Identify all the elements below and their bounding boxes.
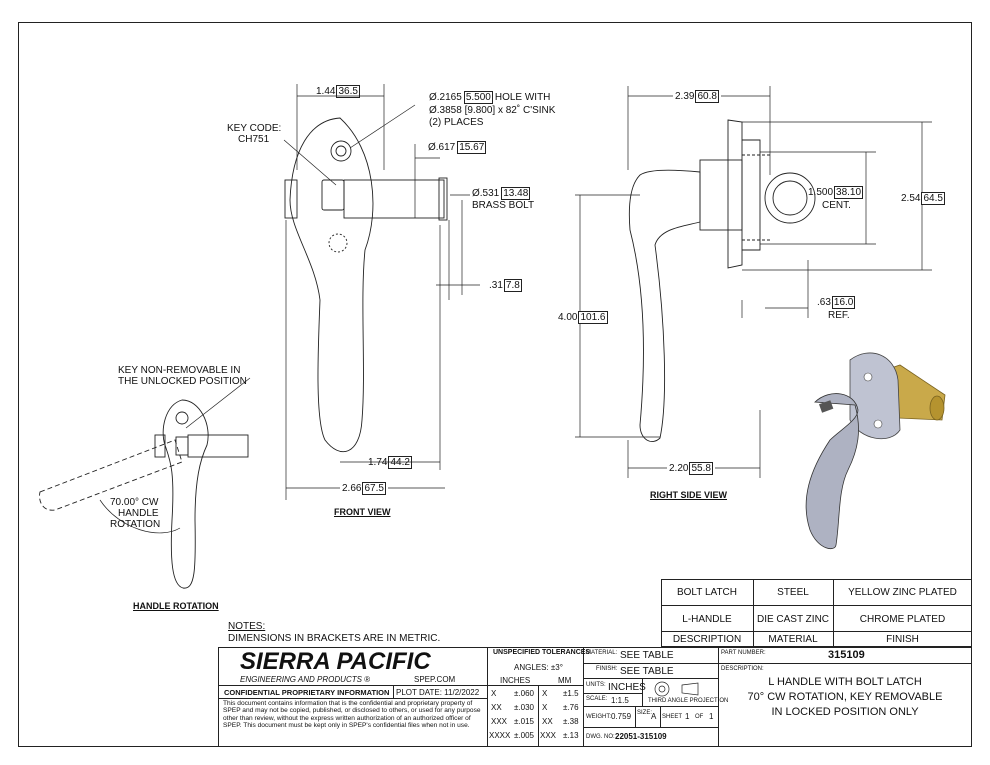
- tolerance-heading: UNSPECIFIED TOLERANCES: [493, 649, 591, 656]
- tol-in-value-2: ±.030: [514, 703, 534, 712]
- material-value: SEE TABLE: [620, 650, 674, 661]
- rotation-line2: HANDLE: [118, 508, 159, 519]
- description-line1: L HANDLE WITH BOLT LATCH: [768, 676, 922, 688]
- rotation-view-title: HANDLE ROTATION: [133, 601, 219, 611]
- rotation-line3: ROTATION: [110, 519, 161, 530]
- tol-mm-value-3: ±.38: [563, 717, 579, 726]
- description-line2: 70° CW ROTATION, KEY REMOVABLE: [747, 691, 943, 703]
- part-number-value: 315109: [828, 649, 865, 661]
- confidential-text: This document contains information that …: [223, 700, 481, 730]
- finish-label: FINISH:: [596, 666, 618, 672]
- tol-mm-value-2: ±.76: [563, 703, 579, 712]
- key-code-value: CH751: [238, 134, 270, 145]
- tol-in-value-4: ±.005: [514, 731, 534, 740]
- spec-header-finish: FINISH: [886, 634, 919, 645]
- key-note-line2: THE UNLOCKED POSITION: [118, 376, 247, 387]
- plot-date: PLOT DATE: 11/2/2022: [396, 688, 480, 697]
- finish-value: SEE TABLE: [620, 666, 674, 677]
- company-subtitle: ENGINEERING AND PRODUCTS ®: [240, 675, 371, 684]
- tol-mm-value-1: ±1.5: [563, 689, 579, 698]
- isometric-render: [805, 352, 946, 550]
- weight-value: 0.759: [611, 712, 632, 721]
- sheet-value: 1: [685, 712, 690, 721]
- scale-value: 1:1.5: [611, 696, 629, 705]
- description-line3: IN LOCKED POSITION ONLY: [771, 706, 919, 718]
- sheet-label: SHEET: [662, 714, 683, 720]
- key-code-label: KEY CODE:: [227, 123, 282, 134]
- tol-in-digits-2: XX: [491, 703, 502, 712]
- projection-label: THIRD ANGLE PROJECTION: [648, 698, 729, 704]
- description-label: DESCRIPTION:: [721, 666, 764, 672]
- company-name: SIERRA PACIFIC: [240, 648, 431, 675]
- rotation-line1: 70.00° CW: [110, 497, 159, 508]
- tol-in-digits-4: XXXX: [489, 731, 511, 740]
- part-number-label: PART NUMBER:: [721, 650, 766, 656]
- hole-note-line2: Ø.3858 [9.800] x 82˚ C'SINK: [429, 105, 556, 116]
- brass-bolt-label: BRASS BOLT: [472, 200, 535, 211]
- side-view-title: RIGHT SIDE VIEW: [650, 490, 728, 500]
- tol-mm-label: MM: [558, 676, 572, 685]
- front-view-dimensions: [283, 84, 480, 500]
- spec-cell-r2c2: DIE CAST ZINC: [756, 614, 830, 625]
- hole-note-line3: (2) PLACES: [429, 117, 484, 128]
- ref-label: REF.: [828, 310, 850, 321]
- title-block: SIERRA PACIFIC ENGINEERING AND PRODUCTS …: [218, 647, 972, 747]
- units-label: UNITS:: [586, 682, 606, 688]
- dwg-value: 22051-315109: [615, 732, 667, 741]
- confidential-heading: CONFIDENTIAL PROPRIETARY INFORMATION: [224, 688, 390, 697]
- notes-heading: NOTES:: [228, 621, 266, 632]
- tol-mm-digits-2: X: [542, 703, 548, 712]
- center-label: CENT.: [822, 200, 851, 211]
- spec-cell-r1c2: STEEL: [777, 587, 809, 598]
- tol-mm-value-4: ±.13: [563, 731, 579, 740]
- tol-mm-digits-3: XX: [542, 717, 553, 726]
- tol-in-value-1: ±.060: [514, 689, 534, 698]
- tol-in-digits-1: X: [491, 689, 497, 698]
- rotation-view-handle: [39, 377, 251, 589]
- size-label: SIZE:: [637, 710, 653, 716]
- tol-in-value-3: ±.015: [514, 717, 534, 726]
- tol-mm-digits-4: XXX: [540, 731, 557, 740]
- material-label: MATERIAL:: [586, 650, 618, 656]
- scale-label: SCALE:: [586, 696, 608, 702]
- of-value: 1: [709, 712, 714, 721]
- company-website: SPEP.COM: [414, 675, 456, 684]
- angles-tolerance: ANGLES: ±3°: [514, 663, 563, 672]
- spec-header-material: MATERIAL: [768, 634, 818, 645]
- spec-cell-r2c1: L-HANDLE: [682, 614, 732, 625]
- of-label: OF: [695, 714, 704, 720]
- dwg-label: DWG. NO:: [586, 734, 615, 740]
- spec-cell-r2c3: CHROME PLATED: [859, 614, 946, 625]
- tol-mm-digits-1: X: [542, 689, 548, 698]
- side-view-handle: [628, 119, 816, 442]
- front-view-title: FRONT VIEW: [334, 507, 391, 517]
- size-value: A: [651, 712, 657, 721]
- spec-header-description: DESCRIPTION: [672, 634, 742, 645]
- front-view-handle: [284, 117, 448, 452]
- spec-table: BOLT LATCH STEEL YELLOW ZINC PLATED L-HA…: [661, 579, 972, 647]
- weight-label: WEIGHT:: [586, 714, 611, 720]
- key-note-line1: KEY NON-REMOVABLE IN: [118, 365, 241, 376]
- units-value: INCHES: [608, 682, 646, 693]
- spec-cell-r1c1: BOLT LATCH: [676, 587, 737, 598]
- notes-line1: DIMENSIONS IN BRACKETS ARE IN METRIC.: [228, 633, 441, 644]
- spec-cell-r1c3: YELLOW ZINC PLATED: [848, 587, 957, 598]
- tol-inches-label: INCHES: [500, 676, 531, 685]
- third-angle-projection-icon: [654, 681, 699, 697]
- tol-in-digits-3: XXX: [491, 717, 508, 726]
